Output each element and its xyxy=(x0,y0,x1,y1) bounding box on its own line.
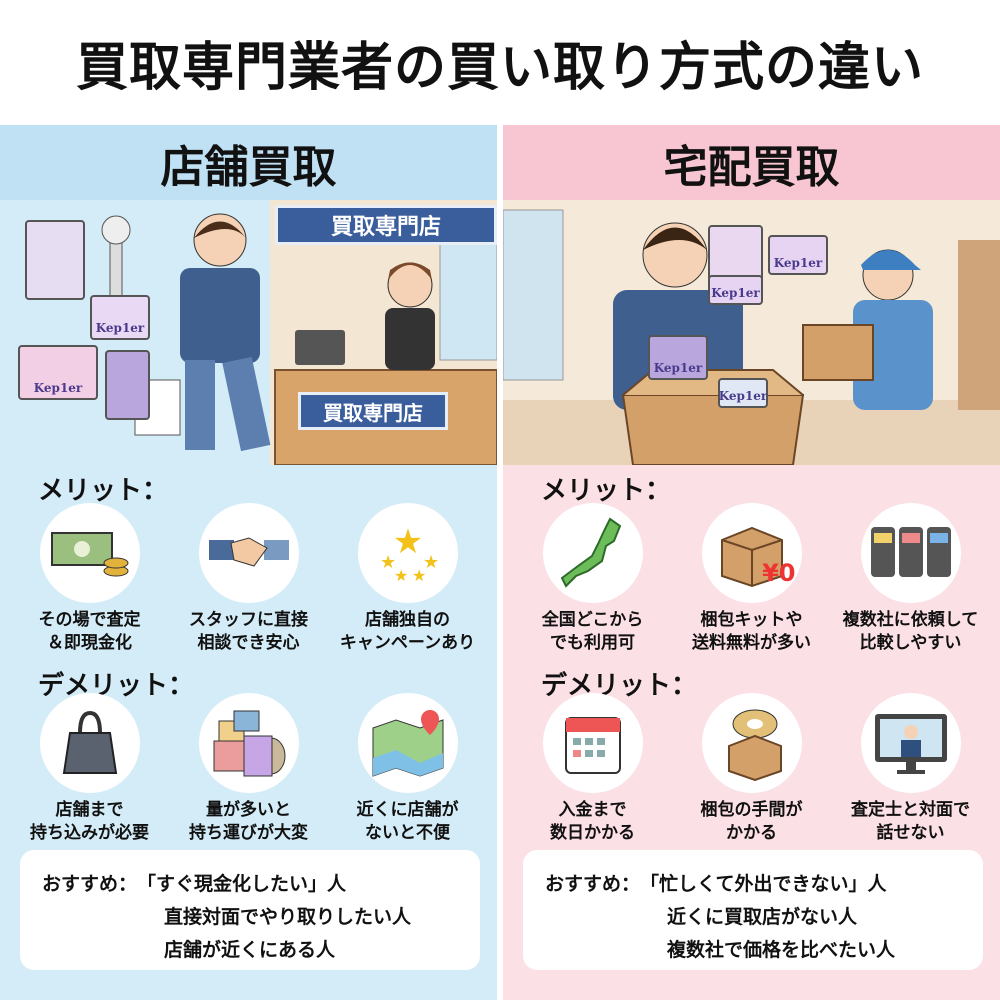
card-brand: Kep1er xyxy=(33,381,83,395)
store-heading: 店舗買取 xyxy=(0,125,497,200)
delivery-recommend-box: おすすめ：「忙しくて外出できない」人 近くに買取店がない人 複数社で価格を比べた… xyxy=(523,850,983,970)
recommend-label: おすすめ： xyxy=(545,873,641,895)
svg-text:★: ★ xyxy=(392,523,422,562)
recommend-item: 直接対面でやり取りしたい人 xyxy=(164,906,412,928)
store-sign-top: 買取専門店 xyxy=(275,205,497,245)
smartphones-icon xyxy=(870,527,951,577)
store-illustration: 買取専門店 買取専門店 Kep1er Kep1er xyxy=(0,200,497,465)
recommend-label: おすすめ： xyxy=(42,873,138,895)
demerit-item: 近くに店舗がないと不便 xyxy=(330,693,485,845)
store-purchase-panel: 店舗買取 買取専門店 買取専門店 Kep1er Kep1er メリット： その場… xyxy=(0,125,497,1000)
store-merits: その場で査定＆即現金化 スタッフに直接相談でき安心 ★★★★★店舗独自のキャンペ… xyxy=(0,503,497,655)
svg-text:★: ★ xyxy=(394,566,408,583)
card-brand: Kep1er xyxy=(95,321,145,335)
card-brand: Kep1er xyxy=(653,361,703,375)
svg-text:★: ★ xyxy=(412,566,426,583)
photo-card: Kep1er xyxy=(718,378,768,408)
merit-item: 全国どこからでも利用可 xyxy=(515,503,670,655)
merit-item: ★★★★★店舗独自のキャンペーンあり xyxy=(330,503,485,655)
store-sign-counter: 買取専門店 xyxy=(298,392,448,430)
merit-label: メリット： xyxy=(38,476,169,506)
map-pin-icon xyxy=(372,710,443,777)
svg-text:★: ★ xyxy=(423,552,439,573)
bag-icon xyxy=(62,710,117,774)
demerit-label: デメリット： xyxy=(541,671,698,701)
merit-item: スタッフに直接相談でき安心 xyxy=(171,503,326,655)
delivery-purchase-panel: 宅配買取 Kep1er Kep1er Kep1er Kep1er メリット： 全… xyxy=(503,125,1000,1000)
demerit-item: 査定士と対面で話せない xyxy=(833,693,988,845)
photo-card: Kep1er xyxy=(90,295,150,340)
page-title: 買取専門業者の買い取り方式の違い xyxy=(75,38,924,98)
monitor-person-icon xyxy=(874,714,947,774)
photo-card: Kep1er xyxy=(648,335,708,380)
demerit-item: 量が多いと持ち運びが大変 xyxy=(171,693,326,845)
demerit-item: 梱包の手間がかかる xyxy=(674,693,829,845)
delivery-illustration: Kep1er Kep1er Kep1er Kep1er xyxy=(503,200,1000,465)
photo-card: Kep1er xyxy=(708,275,763,305)
delivery-demerits: 入金まで数日かかる 梱包の手間がかかる 査定士と対面で話せない xyxy=(503,693,1000,845)
demerit-item: 店舗まで持ち込みが必要 xyxy=(12,693,167,845)
card-brand: Kep1er xyxy=(711,286,760,300)
merit-label: メリット： xyxy=(541,476,672,506)
zero-yen-badge: ¥0 xyxy=(762,559,796,587)
demerit-item: 入金まで数日かかる xyxy=(515,693,670,845)
calendar-icon xyxy=(564,717,621,774)
store-recommend-box: おすすめ：「すぐ現金化したい」人 直接対面でやり取りしたい人 店舗が近くにある人 xyxy=(20,850,480,970)
photo-card: Kep1er xyxy=(768,235,828,275)
recommend-item: 「すぐ現金化したい」人 xyxy=(137,873,347,895)
photo-card xyxy=(105,350,150,420)
recommend-item: 複数社で価格を比べたい人 xyxy=(667,939,896,961)
tape-box-icon xyxy=(727,709,782,781)
delivery-heading: 宅配買取 xyxy=(503,125,1000,200)
card-brand: Kep1er xyxy=(718,389,768,403)
photo-card: Kep1er xyxy=(18,345,98,400)
merit-item: その場で査定＆即現金化 xyxy=(12,503,167,655)
box-zero-yen-icon xyxy=(720,526,783,588)
demerit-label: デメリット： xyxy=(38,671,195,701)
store-demerits: 店舗まで持ち込みが必要 量が多いと持ち運びが大変 近くに店舗がないと不便 xyxy=(0,693,497,845)
stars-icon: ★★★★★ xyxy=(380,523,439,583)
japan-map-icon xyxy=(560,517,621,588)
photo-card xyxy=(25,220,85,300)
card-brand: Kep1er xyxy=(773,256,823,270)
svg-text:★: ★ xyxy=(380,552,396,573)
boxes-icon xyxy=(213,710,285,776)
handshake-icon xyxy=(208,537,289,567)
merit-item: 複数社に依頼して比較しやすい xyxy=(833,503,988,655)
money-icon xyxy=(50,532,128,577)
recommend-item: 近くに買取店がない人 xyxy=(667,906,858,928)
recommend-item: 店舗が近くにある人 xyxy=(164,939,336,961)
recommend-item: 「忙しくて外出できない」人 xyxy=(640,873,887,895)
